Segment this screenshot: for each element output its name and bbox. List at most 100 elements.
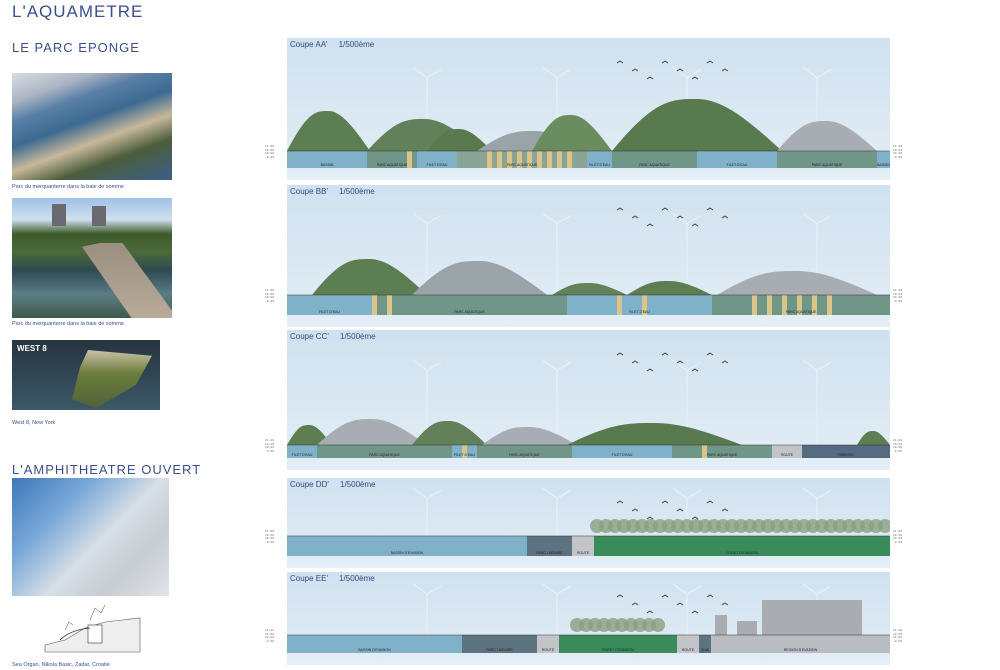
ground-zone (287, 536, 527, 556)
tree (651, 618, 665, 632)
bird (646, 516, 654, 520)
wind-turbine (412, 583, 442, 635)
zone-label: PARC LINEAIRE (486, 648, 513, 652)
landscape-mound (412, 421, 487, 445)
sand-column (372, 295, 377, 315)
ground-zone (699, 635, 711, 653)
level-marks: ±1.00±0.50±0.00-0.50 (265, 629, 275, 643)
level-marks: ±1.00±0.50±0.00-0.50 (265, 289, 275, 303)
landscape-mound (317, 419, 427, 445)
landscape-mound (552, 283, 627, 295)
bird (661, 594, 669, 598)
ground-zone (877, 151, 890, 168)
wind-turbine (542, 359, 572, 445)
wind-turbine (802, 213, 832, 295)
wind-turbine (412, 213, 442, 295)
bird (646, 368, 654, 372)
tower-building (52, 204, 66, 226)
bird (706, 500, 714, 504)
bird (631, 508, 639, 512)
ground-zone (572, 536, 594, 556)
building (715, 615, 727, 635)
ground-zone (567, 295, 712, 315)
wind-turbine (412, 359, 442, 445)
zone-label: FILET D'EAU (726, 163, 748, 167)
zone-label: PARC AQUATIQUE (369, 453, 400, 457)
sand-column (462, 445, 467, 458)
zone-label: BASSIN D'EVASION (390, 551, 424, 555)
zone-label: FILET D'EAU (454, 453, 475, 457)
bird (721, 602, 729, 606)
wind-turbine (672, 583, 702, 635)
bird (706, 60, 714, 64)
zone-label: FILET D'EAU (426, 163, 448, 167)
island (72, 350, 152, 408)
ground-zone (672, 445, 772, 458)
bird (646, 76, 654, 80)
aerial-wetland-photo (12, 73, 172, 180)
level-marks: ±1.00±0.50±0.00-0.50 (893, 439, 903, 453)
zone-label: FILET D'EAU (589, 163, 610, 167)
bird (676, 602, 684, 606)
bird (661, 500, 669, 504)
ground-zone (594, 536, 890, 556)
bird (676, 360, 684, 364)
landscape-mound (427, 129, 492, 151)
ground-zone (527, 536, 572, 556)
west8-island-render: WEST 8 (12, 340, 160, 410)
bird (616, 60, 624, 64)
boardwalk-pond-photo (12, 198, 172, 318)
wind-turbine (542, 213, 572, 295)
landscape-mound (612, 99, 782, 151)
ground-zone (372, 295, 567, 315)
bird (706, 207, 714, 211)
wind-turbine (672, 213, 702, 295)
wind-turbine (802, 359, 832, 445)
ground-zone (777, 151, 877, 168)
sand-column (767, 295, 772, 315)
sand-column (702, 445, 707, 458)
sand-column (782, 295, 787, 315)
bird (706, 594, 714, 598)
bird (631, 360, 639, 364)
bird (616, 500, 624, 504)
bird (646, 223, 654, 227)
landscape-mound (777, 121, 877, 151)
zone-label: PARC AQUATIQUE (785, 310, 817, 314)
wind-turbine (542, 583, 572, 635)
sand-column (797, 295, 802, 315)
bird (676, 215, 684, 219)
bird (691, 368, 699, 372)
level-marks: ±1.00±0.50±0.00-0.50 (893, 289, 903, 303)
wind-turbine (412, 67, 442, 151)
ground-zone (287, 295, 372, 315)
level-marks: ±1.00±0.50±0.00-0.50 (893, 530, 903, 544)
wind-turbine (542, 67, 572, 151)
sand-column (812, 295, 817, 315)
bird (691, 76, 699, 80)
seaside-steps-photo (12, 478, 169, 596)
ground-zone (287, 151, 367, 168)
coupe-title: Coupe DD' 1/500ème (290, 480, 376, 489)
landscape-mound (532, 115, 612, 151)
bird (661, 352, 669, 356)
wind-turbine (542, 487, 572, 536)
bird (721, 68, 729, 72)
building (762, 600, 862, 635)
landscape-mound (312, 259, 427, 295)
section-drawing (287, 583, 890, 653)
level-marks: ±1.00±0.50±0.00-0.50 (265, 145, 275, 159)
zone-label: BASSIN D'EVASION (358, 648, 391, 652)
zone-label: FORET D'EVASION (602, 648, 634, 652)
zone-label: FILET D'EAU (629, 310, 650, 314)
bird (631, 602, 639, 606)
wind-turbine (672, 487, 702, 536)
ground-zone (772, 445, 802, 458)
bird (676, 508, 684, 512)
section-drawing (287, 352, 890, 458)
zone-label: BASSIN (877, 163, 890, 167)
zone-label: PARC AQUATIQUE (811, 163, 843, 167)
landscape-mound (567, 423, 742, 445)
